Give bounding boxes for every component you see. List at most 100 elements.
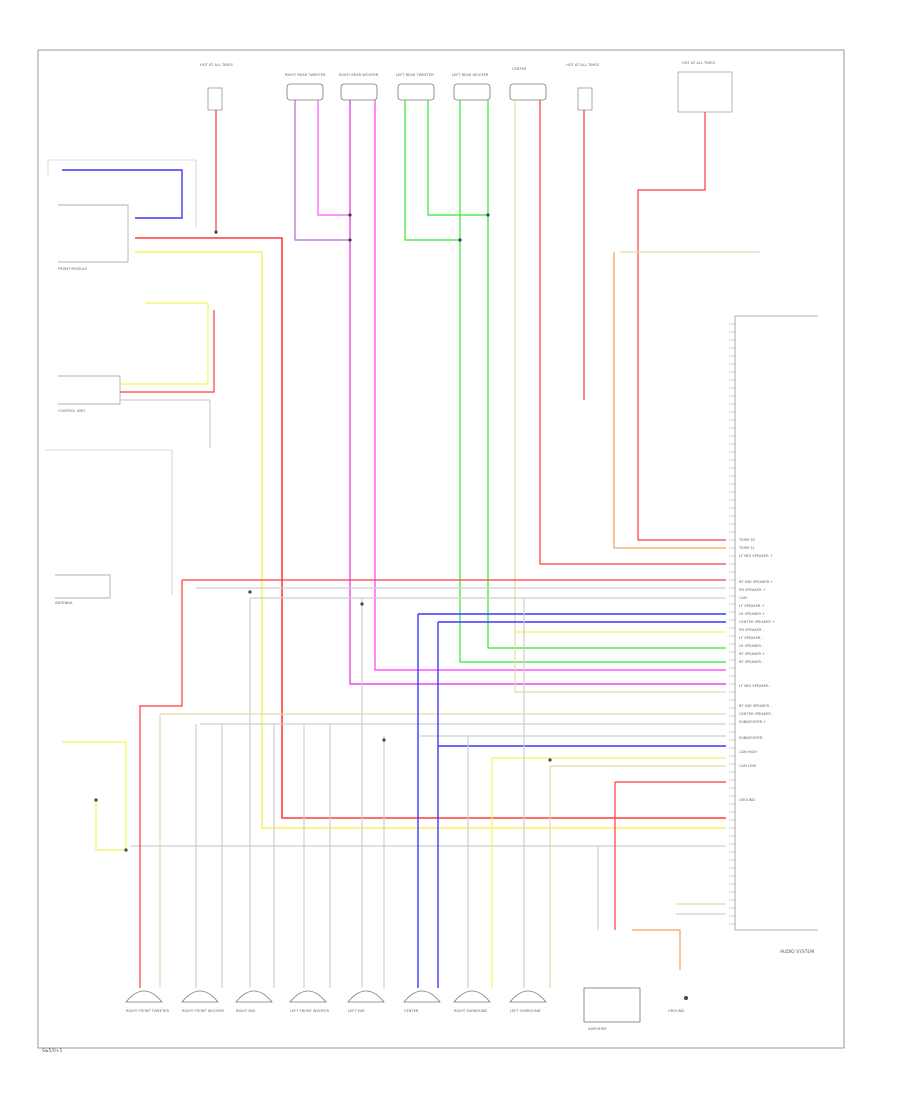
fuse-top-right: HOT AT ALL TIMES [677,61,733,113]
bottom-component-label: CENTER [404,1009,419,1013]
wire-rr-woofer-b [374,100,726,671]
bottom-component-label: RIGHT FRONT WOOFER [182,1009,224,1013]
splice-point [94,798,98,802]
lf-mid: LEFT MID [347,990,385,1013]
svg-text:LEFT REAR WOOFER: LEFT REAR WOOFER [452,73,489,77]
drop-gnd [632,929,681,970]
front-module: FRONT MODULE [58,204,129,271]
bottom-component-label: RIGHT MID [236,1009,256,1013]
module-pin-label: LR SPEAKER + [739,612,765,616]
splice-point [382,738,386,742]
module-pin-label: CENTER SPEAKER + [739,620,775,624]
module-pin-label: LF MID SPEAKER - [739,684,772,688]
bottom-component-label: LEFT SURROUND [510,1009,541,1013]
module-pin-label: TERM 30 [738,538,755,542]
wire-fuse-top [637,112,726,541]
fuse-mid: HOT AT ALL TIMES [566,63,600,111]
module-pin-label: SUBWOOFER - [739,736,765,740]
center-front: CENTER [403,990,441,1013]
wire-ctrl-yellow [120,302,209,385]
module-pin-label: CAN HIGH [739,750,757,754]
module-pin-label: LF MID SPEAKER + [739,554,773,558]
module-pin-label: RF MID SPEAKER + [739,580,773,584]
bottom-components: RIGHT FRONT TWEETER RIGHT FRONT WOOFER RIG… [125,987,688,1031]
rf-mid: RIGHT MID [235,990,273,1013]
antenna: ANTENNA [55,574,111,605]
rr-tweeter: RIGHT REAR TWEETER [285,73,326,101]
svg-text:FRONT MODULE: FRONT MODULE [58,267,88,271]
splice-point [124,848,128,852]
wire-rr-tweeter-a [294,100,350,241]
right-surround: RIGHT SURROUND [453,990,491,1013]
drop-rf-tweeter-a [139,580,183,988]
module-pin-label: RF SPEAKER + [739,652,765,656]
svg-text:RIGHT REAR TWEETER: RIGHT REAR TWEETER [285,73,326,77]
svg-text:RIGHT REAR WOOFER: RIGHT REAR WOOFER [339,73,379,77]
svg-text:CONTROL UNIT: CONTROL UNIT [58,409,86,413]
wire-rr-woofer-a [349,100,726,685]
lf-woofer: LEFT FRONT WOOFER [289,990,330,1013]
module-pin-label: RR SPEAKER - [739,628,765,632]
footer-code: Sw5/0+1 [42,1048,63,1054]
amplifier: AMPLIFIER [583,987,641,1031]
ground-box: GROUND [668,996,688,1013]
svg-text:HOT AT ALL TIMES: HOT AT ALL TIMES [566,63,600,67]
wire-ctrl-red [120,310,215,393]
module-pin-label: LF SPEAKER - [739,636,764,640]
module-pin-label: LF SPEAKER + [739,604,765,608]
svg-text:HOT AT ALL TIMES: HOT AT ALL TIMES [682,61,716,65]
module-pin-label: TERM 31 [738,546,755,550]
module-pin-label: RF SPEAKER - [739,660,764,664]
wire-front-red [135,237,726,819]
wire-ctrl-gray [120,399,211,448]
bottom-component-label: AMPLIFIER [588,1027,607,1031]
wire-center-b [539,100,726,565]
lr-tweeter: LEFT REAR TWEETER [396,73,435,101]
svg-text:AUDIO SYSTEM: AUDIO SYSTEM [780,949,814,955]
splice-point [348,238,352,242]
lr-woofer: LEFT REAR WOOFER [452,73,491,101]
wire-left-ground [62,741,127,851]
splice-point [360,602,364,606]
module-pin-label: CAN [739,596,747,600]
splice-point [486,213,490,217]
bottom-component-label: LEFT MID [348,1009,365,1013]
module-pin-label: RR SPEAKER + [739,588,766,592]
control-unit: CONTROL UNIT [58,375,121,413]
top-components: HOT AT ALL TIMES RIGHT REAR TWEETER RIGH… [200,61,733,113]
bottom-component-label: GROUND [668,1009,684,1013]
center-rear: CENTER [509,67,547,101]
rf-tweeter: RIGHT FRONT TWEETER [125,990,170,1013]
bottom-component-label: LEFT FRONT WOOFER [290,1009,330,1013]
bottom-component-label: RIGHT FRONT TWEETER [126,1009,170,1013]
audio-module: AUDIO SYSTEM TERM 30 TERM 31 LF MID SPEAKE… [729,315,818,955]
rf-woofer: RIGHT FRONT WOOFER [181,990,224,1013]
splice-point [248,590,252,594]
module-pin-label: GROUND [739,798,755,802]
module-pin-label: SUBWOOFER + [739,720,766,724]
splice-point [548,758,552,762]
wire-harness [62,100,760,988]
splice-point [348,213,352,217]
bottom-component-label: RIGHT SURROUND [454,1009,487,1013]
rr-woofer: RIGHT REAR WOOFER [339,73,379,101]
svg-text:LEFT REAR TWEETER: LEFT REAR TWEETER [396,73,434,77]
svg-text:HOT AT ALL TIMES: HOT AT ALL TIMES [200,63,234,67]
wire-lr-tweeter-a [404,100,460,241]
svg-text:ANTENNA: ANTENNA [55,601,73,605]
module-pin-label: LR SPEAKER - [739,644,764,648]
wire-center-a [514,100,726,693]
module-pin-label: RF MID SPEAKER - [739,704,772,708]
svg-text:CENTER: CENTER [512,67,527,71]
wire-lr-tweeter-b [427,100,488,216]
splice-point [458,238,462,242]
module-pin-label: CENTER SPEAKER - [739,712,774,716]
left-components: FRONT MODULE CONTROL UNIT ANTENNA [45,159,197,605]
module-pin-label: CAN LOW [739,764,757,768]
wire-lr-woofer-a [459,100,726,663]
fuse-right: HOT AT ALL TIMES [200,63,234,111]
left-surround: LEFT SURROUND [509,990,547,1013]
wire-front-blue [62,169,183,219]
wire-term31 [613,252,726,549]
